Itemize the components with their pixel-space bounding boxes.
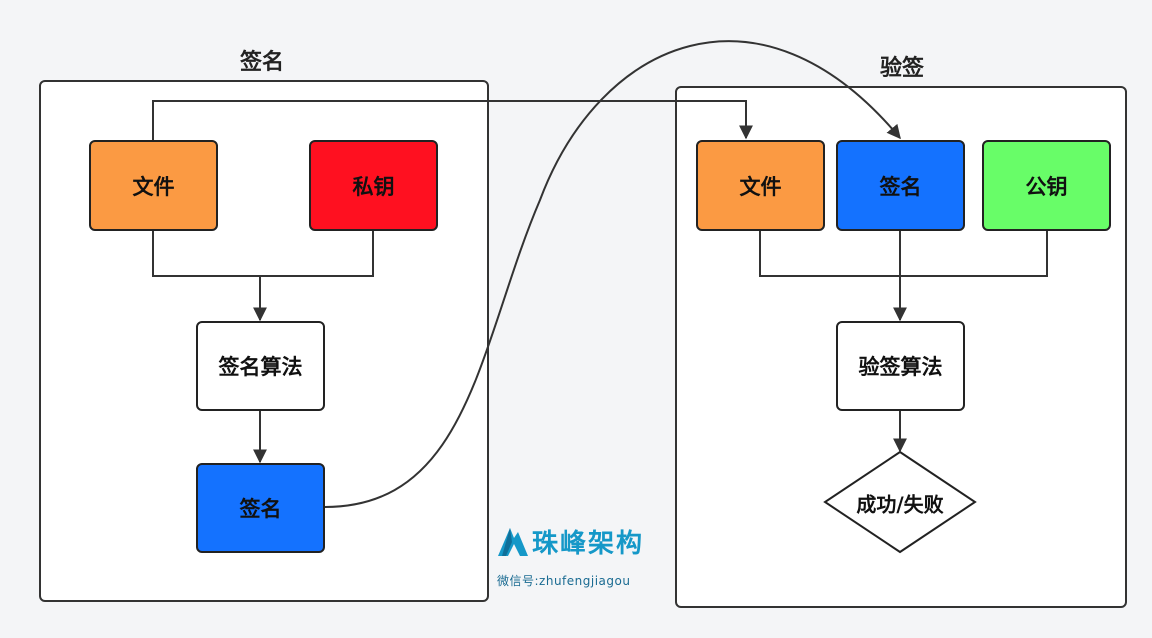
mountain-logo-icon xyxy=(498,528,528,556)
connector-sign-file-key-merge xyxy=(152,231,374,277)
sign-file-node: 文件 xyxy=(89,140,218,231)
result-diamond-shape xyxy=(823,450,977,554)
verify-group-title: 验签 xyxy=(879,56,925,81)
verify-signature-node: 签名 xyxy=(836,140,965,231)
verify-file-node: 文件 xyxy=(696,140,825,231)
watermark-subtitle: 微信号:zhufengjiagou xyxy=(497,574,631,588)
sign-private-key-node: 私钥 xyxy=(309,140,438,231)
watermark-title: 珠峰架构 xyxy=(532,529,645,559)
verify-result-label: 成功/失败 xyxy=(856,492,944,517)
verify-algorithm-node: 验签算法 xyxy=(836,321,965,411)
sign-group-title: 签名 xyxy=(239,50,285,75)
sign-signature-node: 签名 xyxy=(196,463,325,553)
arrow-file-to-verify-file xyxy=(152,100,753,140)
connector-verify-file-pubkey-merge xyxy=(759,231,1048,277)
arrow-signature-curve-to-verify-signature xyxy=(324,40,901,508)
sign-algorithm-node: 签名算法 xyxy=(196,321,325,411)
verify-public-key-node: 公钥 xyxy=(982,140,1111,231)
